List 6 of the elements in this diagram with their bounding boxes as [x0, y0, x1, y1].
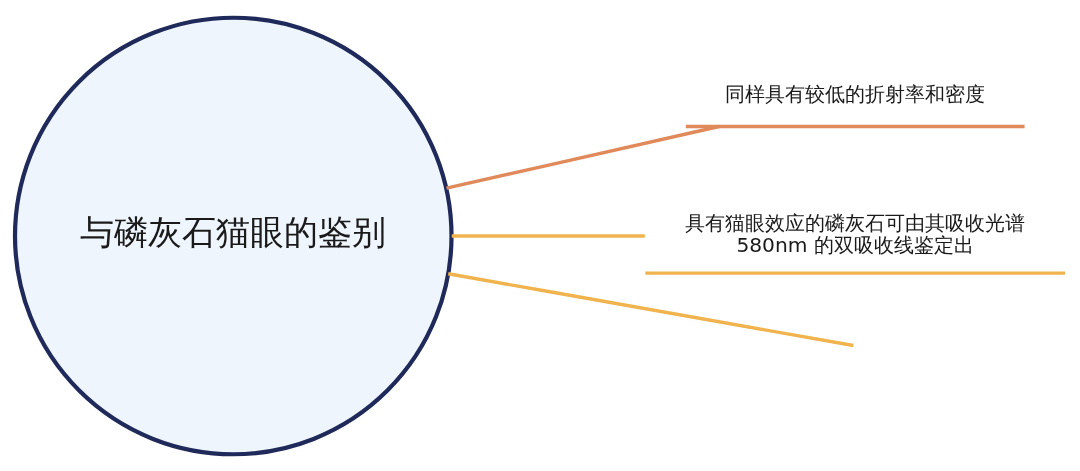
node-circle: 与磷灰石猫眼的鉴别 [12, 15, 454, 456]
connector [447, 271, 854, 347]
node-text: 同样具有较低的折射率和密度 [725, 81, 986, 106]
connector [451, 233, 645, 238]
node-text: 具有猫眼效应的磷灰石可由其吸收光谱 580nm 的双吸收线鉴定出 [685, 210, 1026, 257]
connector [446, 124, 720, 190]
